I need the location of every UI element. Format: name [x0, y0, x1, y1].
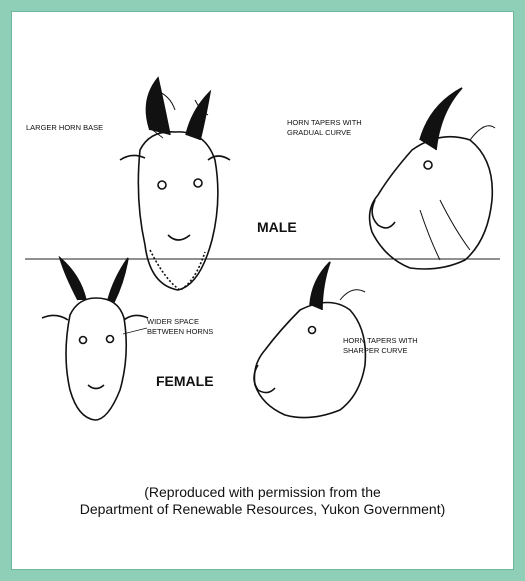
label-male-horn-tapers-1: HORN TAPERS WITH — [287, 118, 362, 127]
caption-line-2: Department of Renewable Resources, Yukon… — [0, 501, 525, 518]
male-goat-side-illustration — [370, 88, 495, 269]
caption-line-1: (Reproduced with permission from the — [0, 484, 525, 501]
label-female-horn-tapers-2: SHARPER CURVE — [343, 346, 407, 355]
label-male-horn-tapers-2: GRADUAL CURVE — [287, 128, 351, 137]
label-male: MALE — [257, 219, 297, 235]
label-wider-space-1: WIDER SPACE — [147, 317, 199, 326]
pointer-line — [123, 328, 147, 334]
label-female: FEMALE — [156, 373, 214, 389]
male-goat-front-illustration — [120, 78, 230, 290]
female-goat-front-illustration — [42, 258, 148, 420]
label-female-horn-tapers-1: HORN TAPERS WITH — [343, 336, 418, 345]
label-larger-horn-base: LARGER HORN BASE — [26, 123, 103, 132]
label-wider-space-2: BETWEEN HORNS — [147, 327, 213, 336]
